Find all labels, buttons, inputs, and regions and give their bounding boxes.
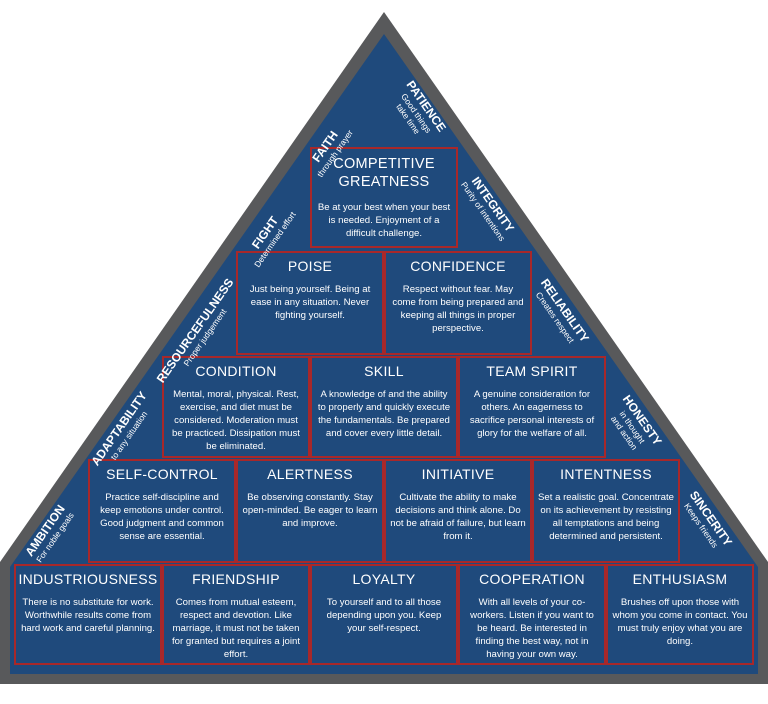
block-condition: CONDITION Mental, moral, physical. Rest,… [162, 356, 310, 458]
block-description: To yourself and to all those depending u… [326, 597, 442, 634]
block-title: CONDITION [195, 363, 277, 379]
block-title: TEAM SPIRIT [486, 363, 578, 379]
block-description: A genuine consideration for others. An e… [469, 389, 595, 439]
block-initiative: INITIATIVE Cultivate the ability to make… [384, 459, 532, 563]
block-title: ENTHUSIASM [632, 571, 728, 587]
block-description: Brushes off upon those with whom you com… [612, 597, 748, 647]
block-self-control: SELF-CONTROL Practice self-discipline an… [88, 459, 236, 563]
block-title: SELF-CONTROL [106, 466, 218, 482]
block-description: Mental, moral, physical. Rest, exercise,… [172, 389, 300, 452]
block-title: INTENTNESS [560, 466, 652, 482]
block-industriousness: INDUSTRIOUSNESS There is no substitute f… [14, 564, 162, 665]
block-title: CONFIDENCE [410, 258, 506, 274]
block-enthusiasm: ENTHUSIASM Brushes off upon those with w… [606, 564, 754, 665]
block-intentness: INTENTNESS Set a realistic goal. Concent… [532, 459, 680, 563]
block-title: INITIATIVE [421, 466, 495, 482]
block-alertness: ALERTNESS Be observing constantly. Stay … [236, 459, 384, 563]
block-description: Be at your best when your best is needed… [317, 202, 451, 239]
block-title: SKILL [364, 363, 404, 379]
block-team-spirit: TEAM SPIRIT A genuine consideration for … [458, 356, 606, 458]
block-description: There is no substitute for work. Worthwh… [21, 597, 155, 634]
block-title: FRIENDSHIP [192, 571, 280, 587]
block-description: Practice self-discipline and keep emotio… [100, 492, 224, 542]
block-description: Comes from mutual esteem, respect and de… [172, 597, 300, 660]
block-title: LOYALTY [352, 571, 416, 587]
block-description: Set a realistic goal. Concentrate on its… [538, 492, 674, 542]
block-title: INDUSTRIOUSNESS [18, 571, 158, 587]
block-competitive-greatness: COMPETITIVE GREATNESS Be at your best wh… [310, 147, 458, 248]
block-skill: SKILL A knowledge of and the ability to … [310, 356, 458, 458]
block-confidence: CONFIDENCE Respect without fear. May com… [384, 251, 532, 355]
block-cooperation: COOPERATION With all levels of your co-w… [458, 564, 606, 665]
block-description: Be observing constantly. Stay open-minde… [242, 492, 378, 529]
block-title: COMPETITIVE GREATNESS [333, 156, 435, 190]
block-title: POISE [287, 258, 333, 274]
block-friendship: FRIENDSHIP Comes from mutual esteem, res… [162, 564, 310, 665]
block-description: A knowledge of and the ability to proper… [317, 389, 451, 439]
block-loyalty: LOYALTY To yourself and to all those dep… [310, 564, 458, 665]
block-description: Respect without fear. May come from bein… [392, 284, 524, 334]
block-description: Just being yourself. Being at ease in an… [249, 284, 371, 321]
block-title: COOPERATION [479, 571, 585, 587]
block-poise: POISE Just being yourself. Being at ease… [236, 251, 384, 355]
block-description: Cultivate the ability to make decisions … [390, 492, 526, 542]
block-title: ALERTNESS [267, 466, 353, 482]
block-description: With all levels of your co-workers. List… [470, 597, 594, 660]
